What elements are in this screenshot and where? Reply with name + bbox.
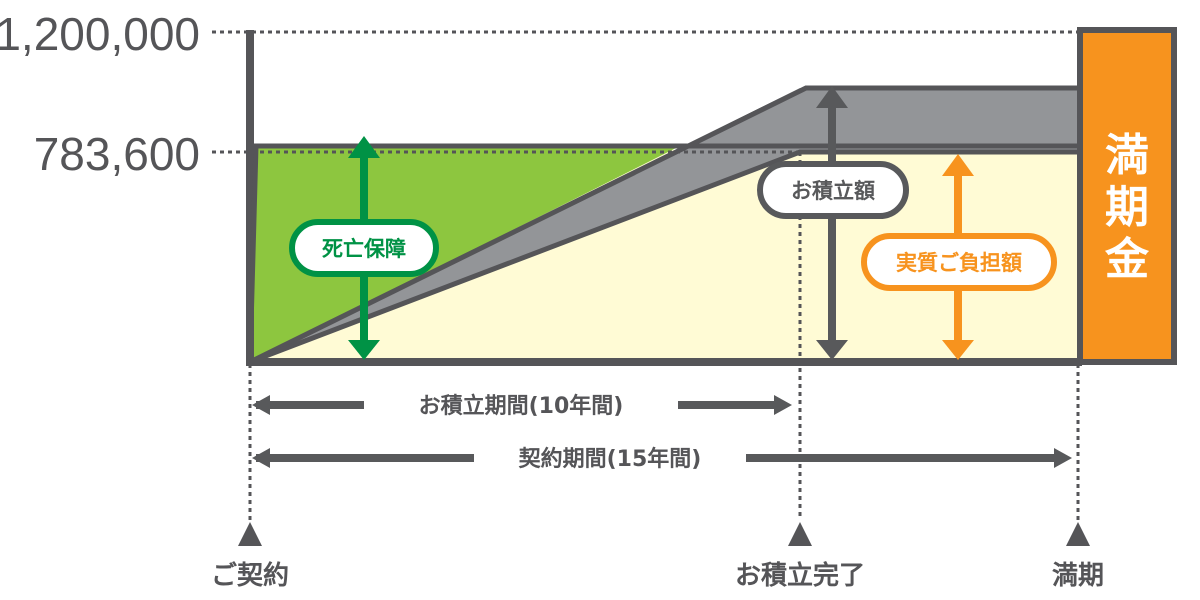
death-coverage-pill — [289, 219, 439, 277]
death-coverage-label: 死亡保障 — [322, 237, 406, 261]
saving-period-arrow — [252, 395, 792, 415]
maturity-marker — [1066, 522, 1090, 546]
saving-period-label: お積立期間(10年間) — [419, 393, 624, 419]
accumulated-amount-band — [250, 88, 1080, 362]
saving-complete-marker — [788, 522, 812, 546]
axis-value-top: 1,200,000 — [0, 8, 200, 60]
accumulated-upper-line — [248, 85, 1080, 365]
contract-period-arrow — [252, 448, 1072, 468]
accumulated-amount-pill — [757, 161, 909, 219]
maturity-label: 満期 — [1052, 561, 1104, 591]
maturity-payout-char-1: 満 — [1105, 130, 1149, 181]
saving-complete-label: お積立完了 — [735, 560, 865, 591]
contract-period-label: 契約期間(15年間) — [518, 446, 702, 472]
maturity-payout-char-2: 期 — [1105, 182, 1149, 233]
actual-burden-pill — [861, 233, 1057, 291]
accumulated-amount-arrow — [816, 86, 848, 360]
contract-start-marker — [238, 522, 262, 546]
contract-start-label: ご契約 — [211, 560, 289, 591]
coverage-top-line — [247, 143, 1080, 363]
maturity-payout-box — [1077, 27, 1177, 365]
axis-value-mid: 783,600 — [34, 128, 200, 180]
actual-burden-label: 実質ご負担額 — [896, 251, 1022, 275]
maturity-payout-char-3: 金 — [1104, 234, 1150, 285]
accumulated-amount-label: お積立額 — [791, 179, 875, 203]
